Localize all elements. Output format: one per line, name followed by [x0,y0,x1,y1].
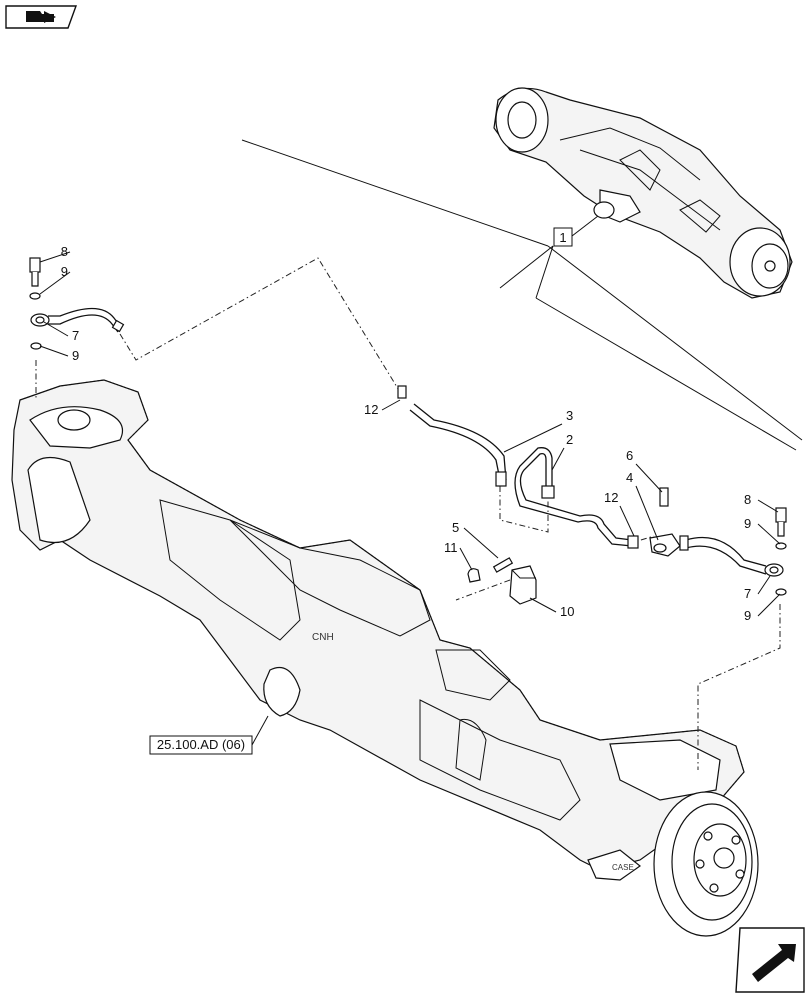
wheel-hub-disc [653,791,759,937]
callout-2: 2 [566,432,573,447]
next-page-arrow-icon[interactable] [735,927,805,993]
hose-assembly-left [29,257,125,350]
hose-3 [397,385,507,487]
assembly-line [499,486,549,533]
leader-line [251,715,269,746]
callout-3: 3 [566,408,573,423]
axle-small-brand-mark: CASE [612,863,634,872]
connector-line [547,245,803,441]
callout-1: 1 [559,230,566,245]
callout-10: 10 [560,604,574,619]
leader-line [571,215,599,237]
reference-label-box[interactable]: 25.100.AD (06) [149,735,253,755]
callout-9-left-top: 9 [61,264,68,279]
bracket-4 [649,487,681,557]
assembly-line [119,257,401,393]
connector-line [241,139,549,247]
callout-11: 11 [444,540,458,555]
callout-7-right: 7 [744,586,751,601]
axle-housing: CNH CASE [11,379,745,881]
connector-line [535,297,797,451]
callouts: 8 9 7 9 12 3 2 6 4 12 8 9 7 9 5 11 10 [39,244,781,623]
book-arrow-icon[interactable] [5,5,77,29]
callout-8-left: 8 [61,244,68,259]
callout-9-left-bottom: 9 [72,348,79,363]
callout-7-left: 7 [72,328,79,343]
callout-5: 5 [452,520,459,535]
callout-4: 4 [626,470,633,485]
callout-1-box: 1 [553,227,573,247]
axle-overview-thumbnail [493,87,793,299]
reference-label: 25.100.AD (06) [157,737,245,752]
brake-pipe-2 [514,447,639,549]
callout-9-right-bottom: 9 [744,608,751,623]
assembly-line [697,604,781,770]
callout-12-left: 12 [364,402,378,417]
callout-6: 6 [626,448,633,463]
callout-8-right: 8 [744,492,751,507]
assembly-line [455,579,511,601]
leader-line [499,245,554,289]
mounting-block-10 [467,557,537,605]
hose-assembly-right [679,507,787,596]
leader-line [535,245,554,299]
callout-12-right: 12 [604,490,618,505]
callout-9-right-top: 9 [744,516,751,531]
axle-brand-mark: CNH [312,632,334,643]
